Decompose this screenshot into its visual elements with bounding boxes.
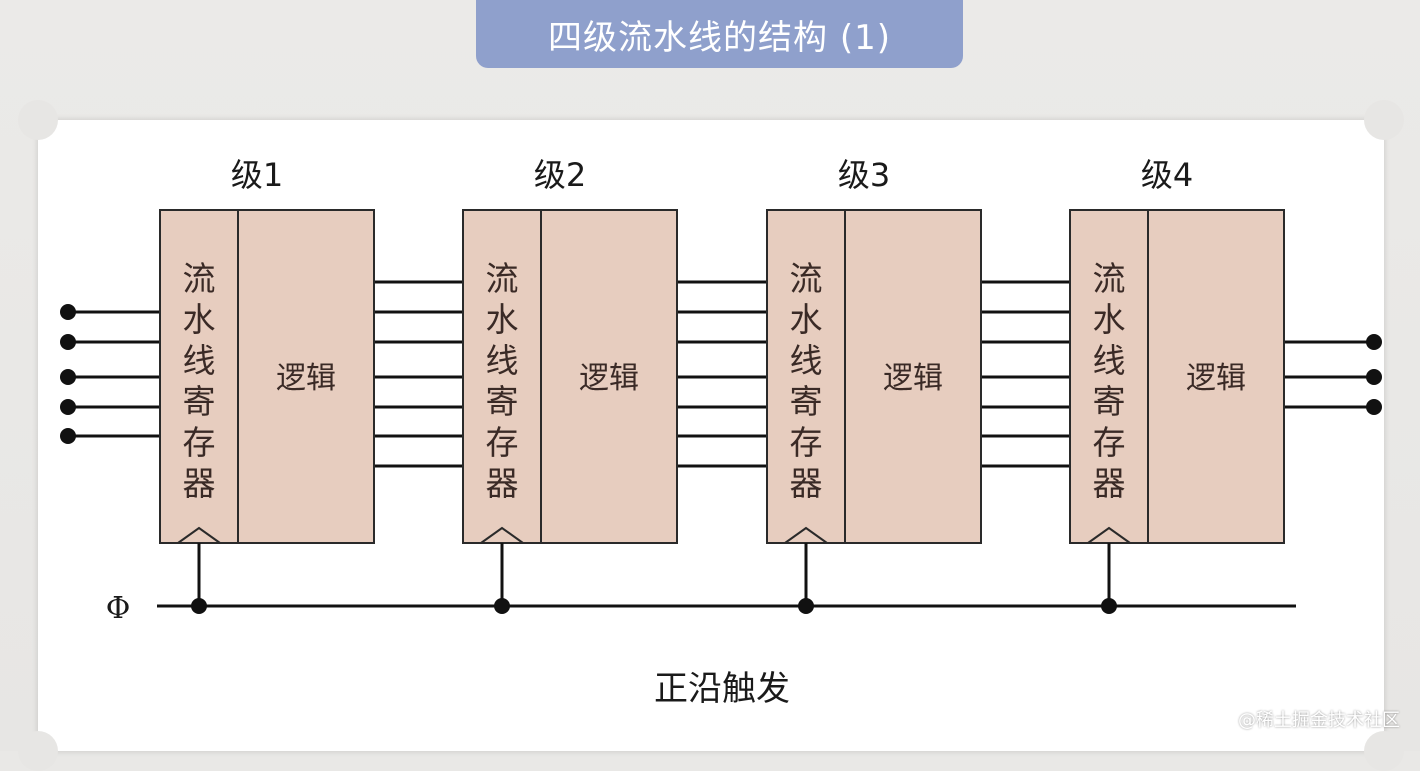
- input-terminal-dot: [60, 334, 76, 350]
- pipeline-stage-4: 级4 流水线寄存器 逻辑: [1069, 156, 1285, 544]
- clock-edge-symbol: [480, 526, 524, 544]
- clock-edge-symbol: [177, 526, 221, 544]
- output-terminal-dot: [1366, 334, 1382, 350]
- stage-title: 级3: [838, 156, 890, 194]
- pipeline-register-label: 流水线寄存器: [1093, 259, 1126, 503]
- stage-block: [766, 209, 982, 544]
- clock-bus: Φ: [106, 543, 1296, 626]
- signal-wires: [60, 280, 1382, 468]
- diagram-caption: 正沿触发: [654, 669, 790, 709]
- stage-block: [159, 209, 375, 544]
- clock-edge-symbol: [784, 526, 828, 544]
- pipeline-register-label: 流水线寄存器: [486, 259, 519, 503]
- logic-label: 逻辑: [276, 361, 336, 396]
- stage-block: [1069, 209, 1285, 544]
- output-terminal-dot: [1366, 369, 1382, 385]
- input-terminal-dot: [60, 399, 76, 415]
- pipeline-stage-2: 级2 流水线寄存器 逻辑: [462, 156, 678, 544]
- watermark: @稀土掘金技术社区: [1238, 710, 1400, 731]
- stage-block: [462, 209, 678, 544]
- logic-label: 逻辑: [579, 361, 639, 396]
- pipeline-register-label: 流水线寄存器: [183, 259, 216, 503]
- stage-title: 级2: [534, 156, 586, 194]
- slide-title: 四级流水线的结构 (1): [476, 0, 963, 68]
- output-terminal-dot: [1366, 399, 1382, 415]
- pipeline-stages: 级1 流水线寄存器 逻辑 级2 流水线寄存器 逻辑 级3 流水线寄存器 逻辑 级4 流水线寄存器 逻辑: [159, 156, 1285, 544]
- pipeline-stage-1: 级1 流水线寄存器 逻辑: [159, 156, 375, 544]
- input-terminal-dot: [60, 369, 76, 385]
- logic-label: 逻辑: [883, 361, 943, 396]
- clock-edge-symbol: [1087, 526, 1131, 544]
- slide-corner-decoration: [1364, 100, 1404, 140]
- stage-title: 级1: [231, 156, 283, 194]
- logic-label: 逻辑: [1186, 361, 1246, 396]
- stage-title: 级4: [1141, 156, 1193, 194]
- input-terminal-dot: [60, 304, 76, 320]
- pipeline-stage-3: 级3 流水线寄存器 逻辑: [766, 156, 982, 544]
- pipeline-register-label: 流水线寄存器: [790, 259, 823, 503]
- clock-label: Φ: [106, 591, 131, 626]
- input-terminal-dot: [60, 428, 76, 444]
- pipeline-diagram: 级1 流水线寄存器 逻辑 级2 流水线寄存器 逻辑 级3 流水线寄存器 逻辑 级4 流水线寄存器 逻辑…: [60, 156, 1382, 709]
- slide-corner-decoration: [18, 100, 58, 140]
